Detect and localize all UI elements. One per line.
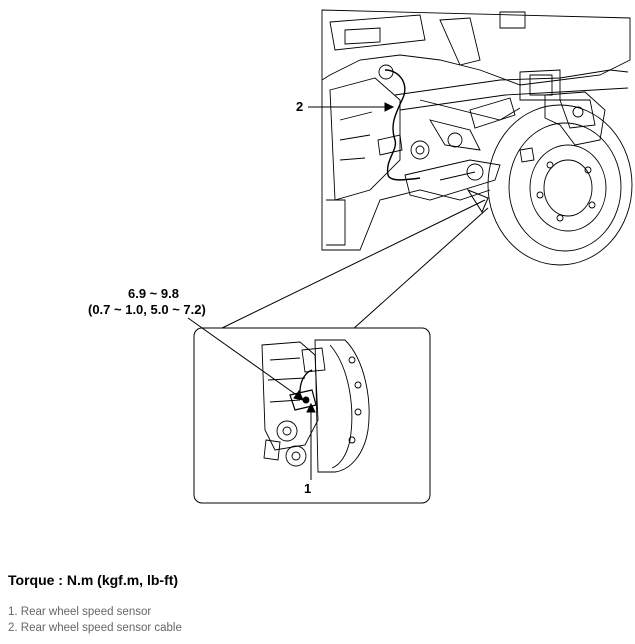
torque-value-kgfm-lbft: (0.7 ~ 1.0, 5.0 ~ 7.2) [88, 302, 206, 317]
detail-inset-frame [193, 327, 431, 504]
callout-label-2: 2 [296, 99, 304, 114]
rear-wheel-speed-sensor-diagram [187, 9, 633, 504]
callout-2-leader [308, 102, 395, 112]
detail-connector-lines [217, 199, 489, 331]
vehicle-underbody-illustration [321, 9, 633, 266]
torque-value-nm: 6.9 ~ 9.8 [128, 286, 179, 301]
magnify-pointer [466, 188, 489, 214]
torque-caption: Torque : N.m (kgf.m, lb-ft) [8, 572, 179, 588]
callout-1-leader [306, 402, 316, 480]
parts-legend: 1. Rear wheel speed sensor 2. Rear wheel… [8, 604, 182, 636]
legend-item: 2. Rear wheel speed sensor cable [8, 622, 182, 634]
legend-item: 1. Rear wheel speed sensor [8, 606, 152, 618]
torque-leader [187, 317, 304, 401]
callout-label-1: 1 [304, 481, 312, 496]
